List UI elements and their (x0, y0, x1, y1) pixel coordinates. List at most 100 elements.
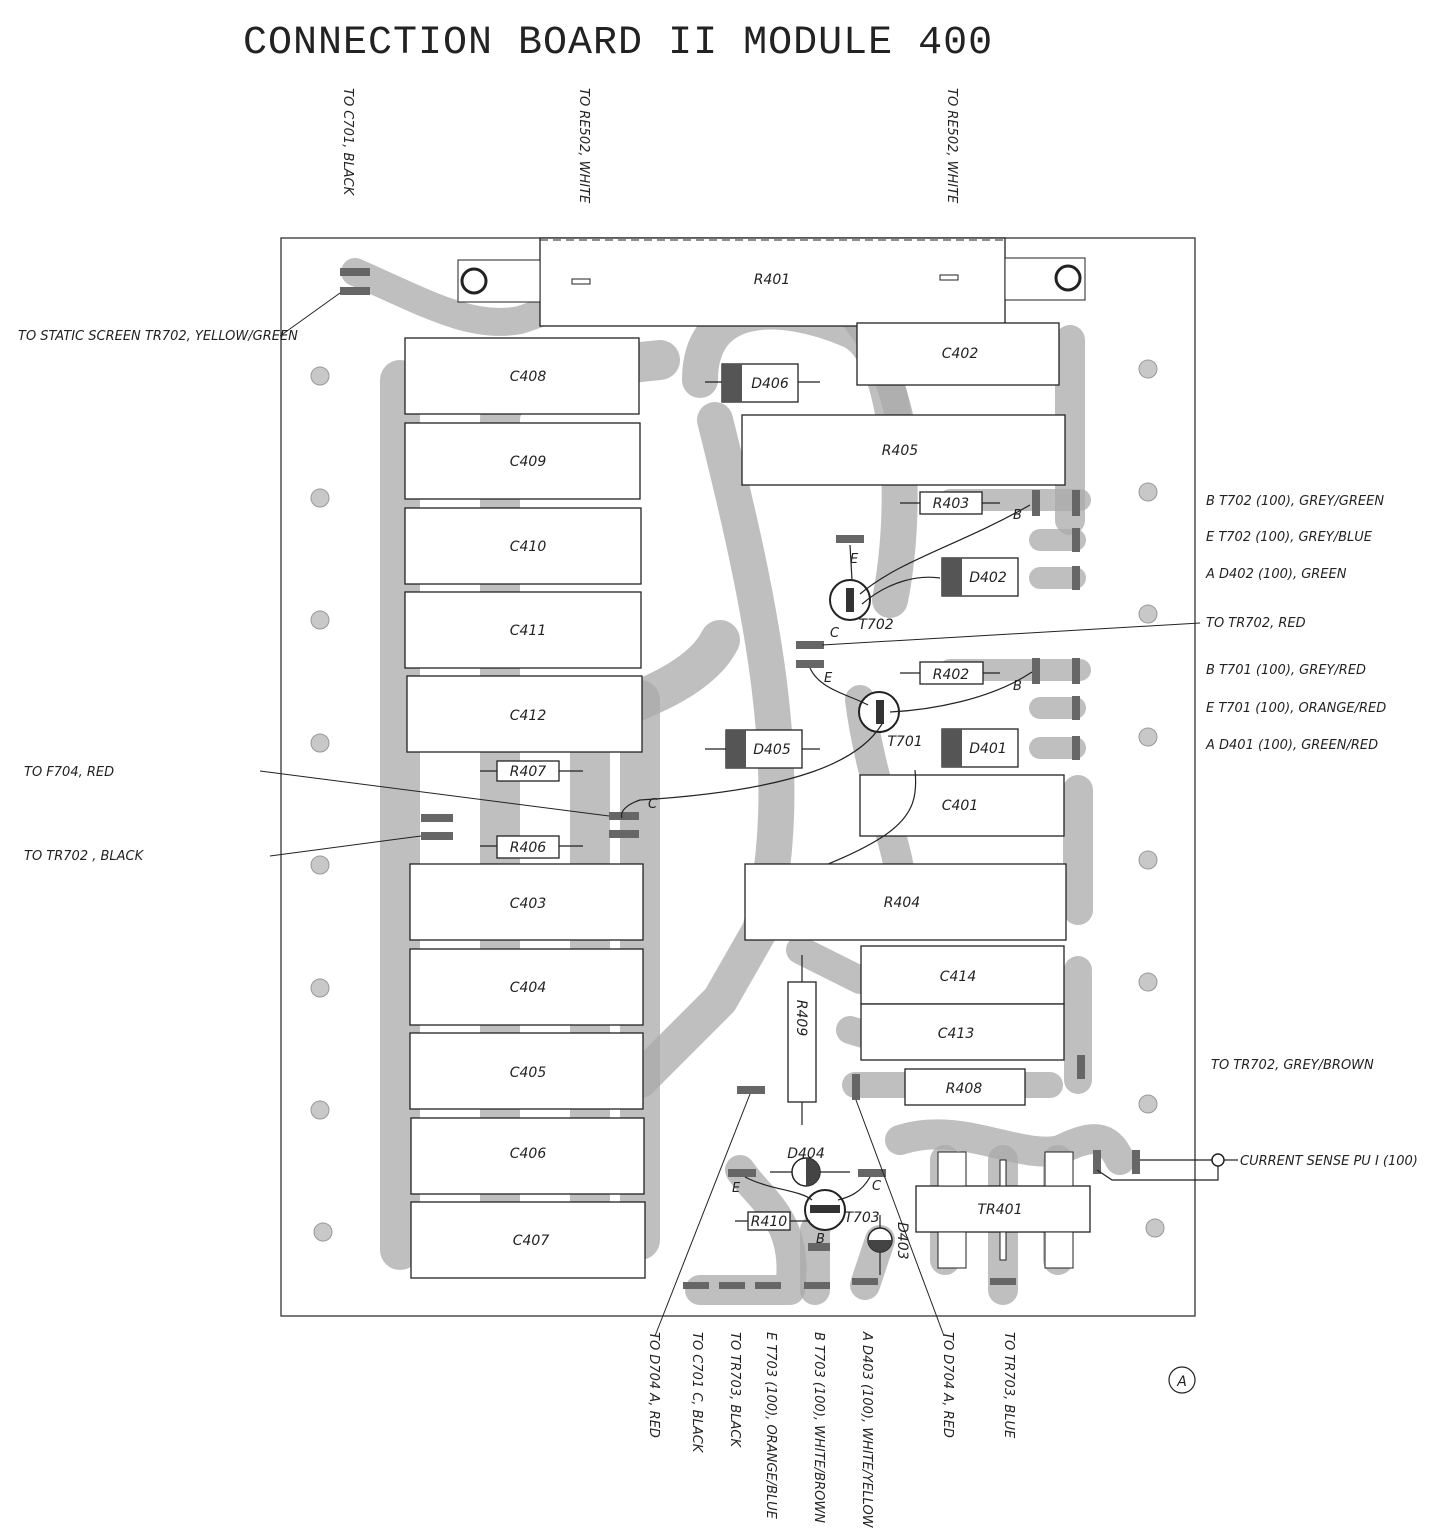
top-label-c701: TO C701, BLACK (340, 88, 355, 197)
c409-label: C409 (510, 454, 547, 470)
t701-transistor: E T701 B C (620, 667, 1033, 819)
top-label-re502-b: TO RE502, WHITE (944, 88, 959, 204)
bottom-pads (683, 1278, 1016, 1289)
c401-capacitor: C401 (759, 769, 1065, 891)
d403-diode: D403 (867, 1215, 910, 1275)
r404-resistor: R404 (744, 863, 1067, 941)
current-sense-connection (1093, 1150, 1238, 1181)
r401-label: R401 (754, 272, 790, 288)
c405-label: C405 (510, 1065, 547, 1081)
page-title: CONNECTION BOARD II MODULE 400 (243, 21, 993, 66)
c407-label: C407 (513, 1233, 550, 1249)
right-label-tr702-grey-brown: TO TR702, GREY/BROWN (1211, 1058, 1374, 1073)
d406-diode: D406 (705, 363, 820, 403)
bottom-label-a-d403: A D403 (100), WHITE/YELLOW (859, 1331, 874, 1529)
r408-label: R408 (946, 1081, 983, 1097)
pad-d704-a-1 (737, 1086, 765, 1094)
tr401-label: TR401 (977, 1202, 1022, 1218)
d401-label: D401 (969, 741, 1007, 757)
c406-label: C406 (510, 1146, 547, 1162)
left-label-tr702-black: TO TR702 , BLACK (24, 849, 145, 864)
pad-tr702-black-1 (421, 814, 453, 822)
pad-f704-2 (609, 830, 639, 838)
t701-pin-b: B (1013, 679, 1022, 694)
r408-resistor: R408 (852, 1068, 1026, 1106)
r401-resistor: R401 (457, 237, 1086, 327)
pad-tr702-black-2 (421, 832, 453, 840)
top-label-re502-a: TO RE502, WHITE (576, 88, 591, 204)
c414-label: C414 (940, 969, 977, 985)
t703-pin-b: B (816, 1232, 825, 1247)
bottom-label-d704-a-left: TO D704 A, RED (646, 1332, 661, 1438)
pad-tr702-red-2 (796, 660, 824, 668)
right-label-b-t702: B T702 (100), GREY/GREEN (1206, 494, 1384, 509)
pad-static-1 (340, 268, 370, 276)
right-label-b-t701: B T701 (100), GREY/RED (1206, 663, 1366, 678)
c413-capacitor: C413 (860, 1003, 1065, 1061)
t701-pin-c: C (648, 797, 658, 812)
leader-lines (259, 292, 1201, 1337)
c413-label: C413 (938, 1026, 975, 1042)
page-marker-label: A (1176, 1374, 1187, 1390)
r403-label: R403 (933, 496, 969, 512)
r409-resistor: R409 (787, 955, 817, 1125)
t703-label: T703 (844, 1210, 879, 1226)
r407-label: R407 (510, 764, 547, 780)
c404-label: C404 (510, 980, 547, 996)
bottom-label-tr703-blue: TO TR703, BLUE (1001, 1332, 1016, 1439)
c402-label: C402 (942, 346, 979, 362)
right-label-e-t702: E T702 (100), GREY/BLUE (1206, 530, 1373, 545)
d401-diode: D401 (941, 728, 1019, 768)
d402-diode: D402 (941, 557, 1019, 597)
t701-pin-e: E (824, 671, 833, 686)
right-label-e-t701: E T701 (100), ORANGE/RED (1206, 701, 1386, 716)
bottom-label-c701-c: TO C701 C, BLACK (689, 1332, 704, 1454)
bottom-label-b-t703: B T703 (100), WHITE/BROWN (811, 1332, 826, 1523)
right-label-tr702-red: TO TR702, RED (1206, 616, 1306, 631)
t702-pin-c: C (830, 626, 840, 641)
d406-label: D406 (751, 376, 789, 392)
r407-resistor: R407 (480, 760, 583, 782)
r406-resistor: R406 (480, 835, 583, 859)
page-marker: A (1168, 1366, 1196, 1394)
right-label-current-sense: CURRENT SENSE PU I (100) (1240, 1154, 1418, 1169)
left-capacitors-top: C408 C409 C410 C411 C412 (404, 337, 643, 753)
bottom-label-d704-a-right: TO D704 A, RED (940, 1332, 955, 1438)
pad-grey-brown (1077, 1055, 1085, 1079)
d402-label: D402 (969, 570, 1007, 586)
t703-transistor: E C T703 B (728, 1169, 886, 1251)
r409-label: R409 (793, 1000, 809, 1037)
t701-label: T701 (887, 734, 922, 750)
c402-capacitor: C402 (856, 322, 1060, 386)
r410-resistor: R410 (735, 1211, 810, 1231)
d404-label: D404 (787, 1146, 825, 1162)
pad-f704-1 (609, 812, 639, 820)
t703-pin-c: C (872, 1179, 882, 1194)
r405-resistor: R405 (741, 414, 1066, 486)
d405-diode: D405 (705, 729, 820, 769)
t703-pin-e: E (732, 1181, 741, 1196)
t702-label: T702 (858, 617, 893, 633)
pad-static-2 (340, 287, 370, 295)
t702-transistor: E T702 C B (829, 504, 1031, 641)
tr401-transformer: TR401 (915, 1151, 1091, 1269)
r410-label: R410 (751, 1214, 788, 1230)
r403-resistor: R403 (900, 491, 1000, 515)
c411-label: C411 (510, 623, 547, 639)
c414-capacitor: C414 (860, 945, 1065, 1005)
r404-label: R404 (884, 895, 920, 911)
r402-resistor: R402 (900, 661, 1000, 685)
c408-label: C408 (510, 369, 547, 385)
d404-diode: D404 (770, 1146, 850, 1187)
c410-label: C410 (510, 539, 547, 555)
t702-pin-b: B (1013, 508, 1022, 523)
d405-label: D405 (753, 742, 791, 758)
t702-pin-e: E (850, 552, 859, 567)
r405-label: R405 (882, 443, 919, 459)
left-label-f704: TO F704, RED (24, 765, 114, 780)
c403-label: C403 (510, 896, 547, 912)
right-label-a-d402: A D402 (100), GREEN (1205, 567, 1347, 582)
left-capacitors-bottom: C403 C404 C405 C406 C407 (409, 863, 646, 1279)
d403-label: D403 (894, 1222, 910, 1260)
